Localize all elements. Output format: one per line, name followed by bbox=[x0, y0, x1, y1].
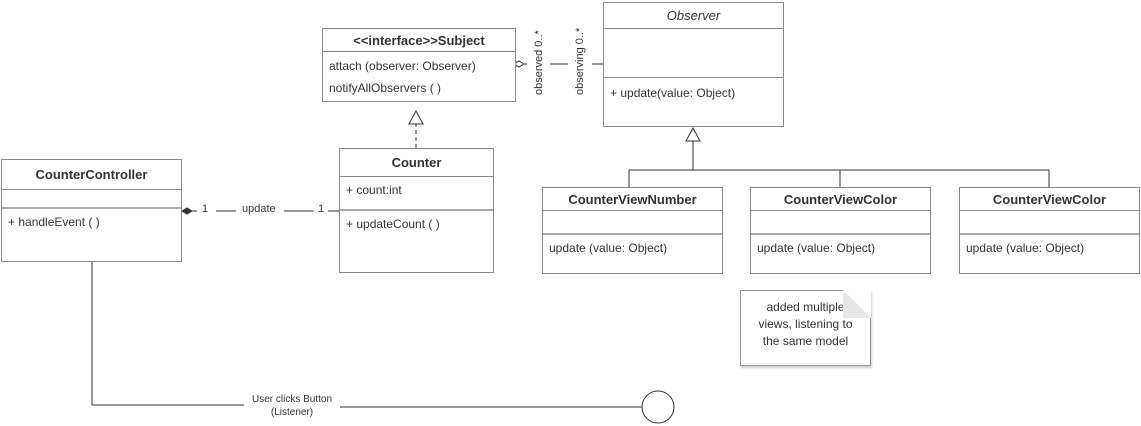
counter-view-color-2-attributes bbox=[960, 211, 1139, 235]
realization-counter-subject bbox=[408, 109, 424, 148]
note-line: added multiple bbox=[766, 300, 845, 314]
left-multiplicity-label: 1 bbox=[202, 203, 209, 215]
user-action-label: User clicks Button (Listener) bbox=[244, 393, 340, 419]
observer-attributes bbox=[604, 29, 783, 78]
counter-view-color-methods: update (value: Object) bbox=[751, 235, 930, 259]
composition-controller-counter bbox=[181, 207, 339, 215]
observed-multiplicity-label: observed 0..* bbox=[533, 30, 545, 95]
counter-view-color-attributes bbox=[751, 211, 930, 235]
counter-view-number-methods: update (value: Object) bbox=[543, 235, 722, 259]
update-association-label: update bbox=[242, 203, 276, 215]
composition-diamond bbox=[181, 207, 193, 215]
subject-observer-association bbox=[513, 60, 603, 68]
observing-multiplicity-label: observing 0..* bbox=[574, 27, 586, 95]
counter-class[interactable]: Counter + count:int + updateCount ( ) bbox=[339, 148, 494, 273]
counter-view-color-method-update: update (value: Object) bbox=[757, 241, 876, 255]
counter-controller-class-title: CounterController bbox=[2, 160, 181, 190]
counter-attribute-count: + count:int bbox=[346, 183, 402, 197]
counter-controller-class[interactable]: CounterController + handleEvent ( ) bbox=[1, 159, 182, 262]
user-action-line bbox=[91, 262, 675, 424]
counter-view-number-attributes bbox=[543, 211, 722, 235]
note-line: the same model bbox=[762, 334, 849, 348]
subject-interface-class[interactable]: <<interface>>Subject attach (observer: O… bbox=[322, 28, 516, 102]
aggregation-diamond bbox=[513, 60, 525, 68]
observer-class[interactable]: Observer + update(value: Object) bbox=[603, 2, 784, 127]
counter-view-number-method-update: update (value: Object) bbox=[549, 241, 668, 255]
interface-circle bbox=[641, 390, 675, 424]
counter-view-color-2-methods: update (value: Object) bbox=[960, 235, 1139, 259]
user-action-text: User clicks Button bbox=[251, 394, 333, 405]
user-action-subtext: (Listener) bbox=[270, 407, 314, 418]
subject-methods: attach (observer: Observer) notifyAllObs… bbox=[323, 52, 515, 99]
note-fold-icon bbox=[843, 290, 871, 318]
generalization-views-observer bbox=[628, 126, 1050, 187]
subject-method-attach: attach (observer: Observer) bbox=[329, 59, 476, 73]
subject-class-title: <<interface>>Subject bbox=[323, 29, 515, 52]
counter-method-updatecount: + updateCount ( ) bbox=[346, 217, 440, 231]
note-line: views, listening to bbox=[758, 317, 853, 331]
counter-view-color-2-method-update: update (value: Object) bbox=[966, 241, 1085, 255]
counter-view-number-class-title: CounterViewNumber bbox=[543, 188, 722, 211]
right-multiplicity-label: 1 bbox=[318, 203, 325, 215]
observer-method-update: + update(value: Object) bbox=[610, 86, 736, 100]
observer-methods: + update(value: Object) bbox=[604, 78, 783, 104]
note-text: added multiple views, listening to the s… bbox=[741, 291, 870, 350]
counter-controller-attributes bbox=[2, 190, 181, 209]
counter-view-color-class-2[interactable]: CounterViewColor update (value: Object) bbox=[959, 187, 1140, 274]
counter-view-color-2-class-title: CounterViewColor bbox=[960, 188, 1139, 211]
counter-controller-method-handleevent: + handleEvent ( ) bbox=[8, 215, 100, 229]
counter-attributes: + count:int bbox=[340, 177, 493, 211]
counter-view-color-class[interactable]: CounterViewColor update (value: Object) bbox=[750, 187, 931, 274]
counter-view-number-class[interactable]: CounterViewNumber update (value: Object) bbox=[542, 187, 723, 274]
observer-class-title: Observer bbox=[604, 3, 783, 29]
note[interactable]: added multiple views, listening to the s… bbox=[740, 290, 871, 366]
counter-class-title: Counter bbox=[340, 149, 493, 177]
subject-method-notify: notifyAllObservers ( ) bbox=[329, 81, 442, 95]
counter-methods: + updateCount ( ) bbox=[340, 211, 493, 235]
counter-controller-methods: + handleEvent ( ) bbox=[2, 209, 181, 233]
counter-view-color-class-title: CounterViewColor bbox=[751, 188, 930, 211]
